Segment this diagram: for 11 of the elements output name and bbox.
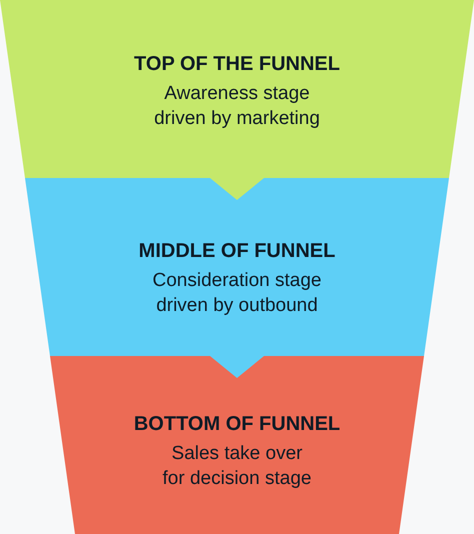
stage-title: BOTTOM OF FUNNEL (134, 412, 340, 436)
funnel-stage (50, 356, 424, 534)
chevron-arrow (210, 177, 264, 200)
stage-description: Awareness stage driven by marketing (153, 82, 321, 131)
stage-description: Sales take over for decision stage (162, 442, 312, 491)
chevron-arrow (210, 355, 264, 378)
funnel-stage (25, 178, 449, 356)
stage-title: MIDDLE OF FUNNEL (138, 239, 336, 263)
stage-description: Consideration stage driven by outbound (152, 269, 322, 318)
funnel-stage (0, 0, 474, 178)
stage-title: TOP OF THE FUNNEL (134, 52, 340, 76)
